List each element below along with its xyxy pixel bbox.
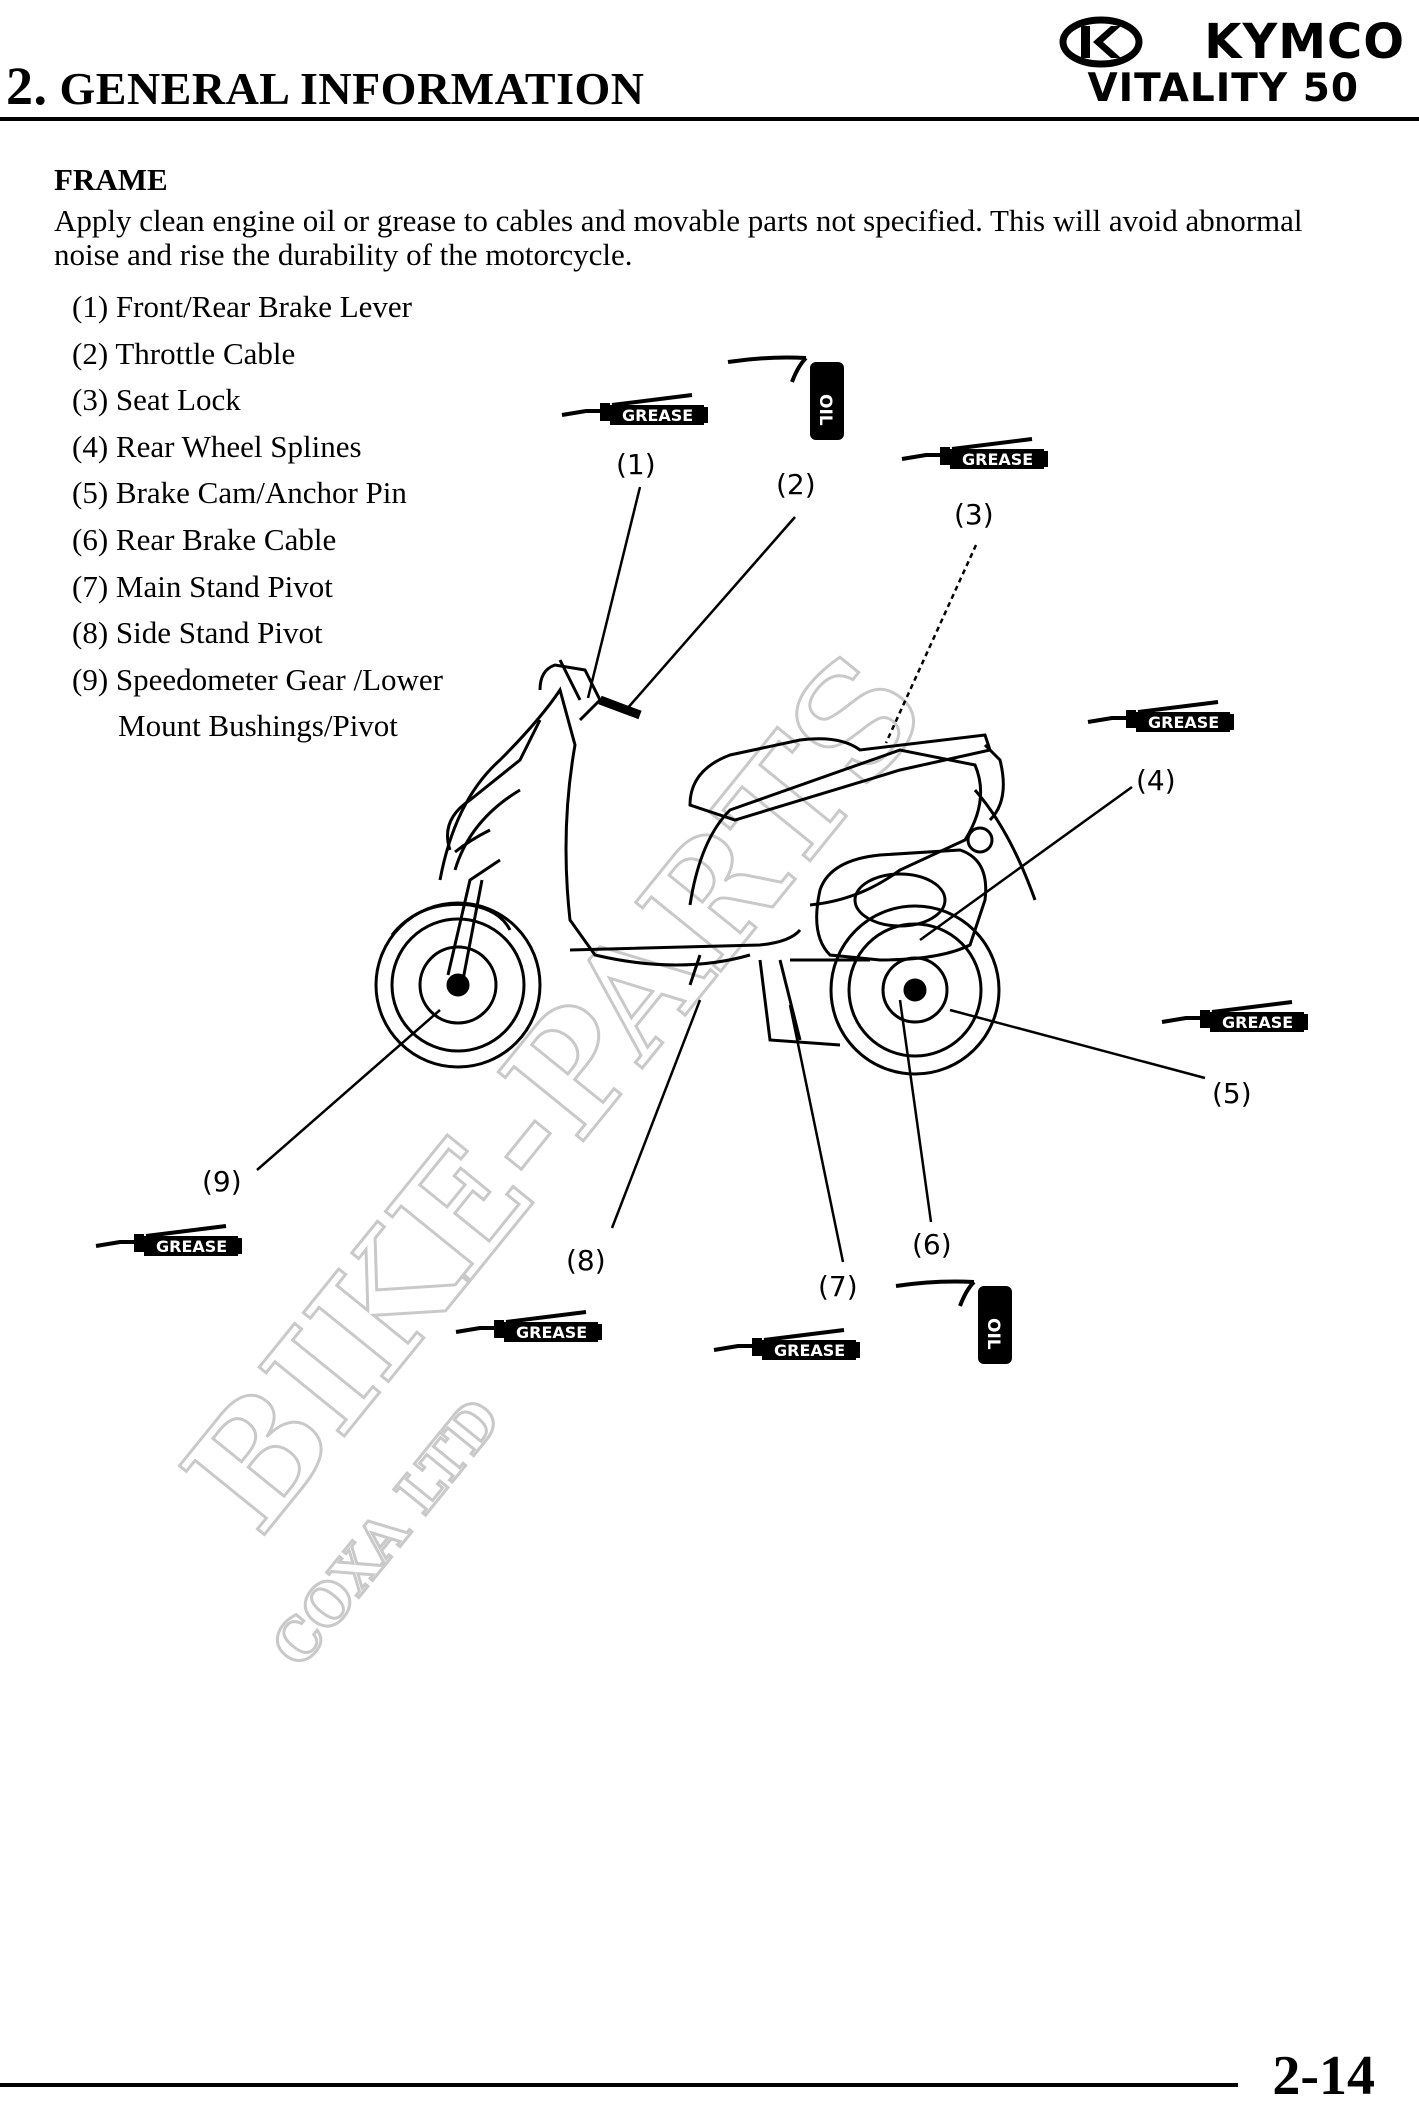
callout-7: (7) bbox=[818, 1270, 858, 1303]
callout-1: (1) bbox=[616, 448, 656, 481]
section-title: FRAME bbox=[54, 162, 168, 197]
svg-text:OIL: OIL bbox=[815, 394, 835, 426]
grease-tube-icon: GREASE bbox=[560, 393, 710, 427]
kymco-logo-icon bbox=[1059, 16, 1143, 68]
footer-rule bbox=[0, 2083, 1238, 2087]
list-item: (9) Speedometer Gear /Lower bbox=[72, 661, 443, 697]
brand-block: KYMCO VITALITY 50 bbox=[1051, 6, 1411, 114]
svg-text:GREASE: GREASE bbox=[1222, 1013, 1293, 1032]
callout-4: (4) bbox=[1136, 764, 1176, 797]
svg-text:GREASE: GREASE bbox=[156, 1237, 227, 1256]
header-rule bbox=[0, 117, 1419, 121]
callout-5: (5) bbox=[1212, 1077, 1252, 1110]
list-item: (5) Brake Cam/Anchor Pin bbox=[72, 475, 407, 511]
callout-8: (8) bbox=[566, 1244, 606, 1277]
list-item: (8) Side Stand Pivot bbox=[72, 615, 323, 651]
section-intro: Apply clean engine oil or grease to cabl… bbox=[54, 203, 1303, 272]
list-item: (7) Main Stand Pivot bbox=[72, 568, 333, 604]
svg-text:GREASE: GREASE bbox=[516, 1323, 587, 1342]
list-item: (6) Rear Brake Cable bbox=[72, 521, 337, 557]
grease-tube-icon: GREASE bbox=[712, 1328, 862, 1362]
svg-text:GREASE: GREASE bbox=[962, 450, 1033, 469]
grease-tube-icon: GREASE bbox=[94, 1224, 244, 1258]
list-item: (3) Seat Lock bbox=[72, 382, 241, 418]
lubrication-point-list: (1) Front/Rear Brake Lever (2) Throttle … bbox=[72, 284, 443, 750]
page-number: 2-14 bbox=[1272, 2045, 1375, 2107]
list-item: (1) Front/Rear Brake Lever bbox=[72, 289, 413, 324]
list-item-continuation: Mount Bushings/Pivot bbox=[118, 708, 398, 744]
list-item: (4) Rear Wheel Splines bbox=[72, 428, 362, 464]
callout-6: (6) bbox=[912, 1228, 952, 1261]
model-name: VITALITY 50 bbox=[1087, 66, 1359, 111]
callout-3: (3) bbox=[954, 498, 994, 531]
grease-tube-icon: GREASE bbox=[1086, 700, 1236, 734]
callout-labels: (1) (2) (3) (4) (5) (6) (7) (8) (9) bbox=[202, 448, 1252, 1303]
oil-can-icon: OIL bbox=[726, 355, 846, 442]
scooter-illustration bbox=[374, 659, 1037, 1076]
grease-tube-icon: GREASE bbox=[1160, 1000, 1310, 1034]
leader-lines bbox=[256, 486, 1206, 1263]
svg-text:GREASE: GREASE bbox=[774, 1341, 845, 1360]
grease-tube-icon: GREASE bbox=[900, 437, 1050, 471]
svg-text:GREASE: GREASE bbox=[622, 406, 693, 425]
list-item: (2) Throttle Cable bbox=[72, 335, 296, 371]
watermark-main: BIKE-PARTS bbox=[151, 623, 959, 1563]
svg-text:OIL: OIL bbox=[983, 1318, 1003, 1350]
callout-9: (9) bbox=[202, 1165, 242, 1198]
grease-tube-icon: GREASE bbox=[454, 1310, 604, 1344]
callout-2: (2) bbox=[776, 468, 816, 501]
brand-name: KYMCO bbox=[1204, 14, 1405, 70]
oil-can-icon: OIL bbox=[894, 1279, 1014, 1366]
chapter-title: GENERAL INFORMATION bbox=[59, 63, 645, 114]
chapter-number: 2. bbox=[6, 56, 48, 116]
watermark: BIKE-PARTS COXA LTD bbox=[150, 621, 961, 1680]
svg-text:GREASE: GREASE bbox=[1148, 713, 1219, 732]
chapter-heading: 2. GENERAL INFORMATION bbox=[6, 55, 644, 117]
